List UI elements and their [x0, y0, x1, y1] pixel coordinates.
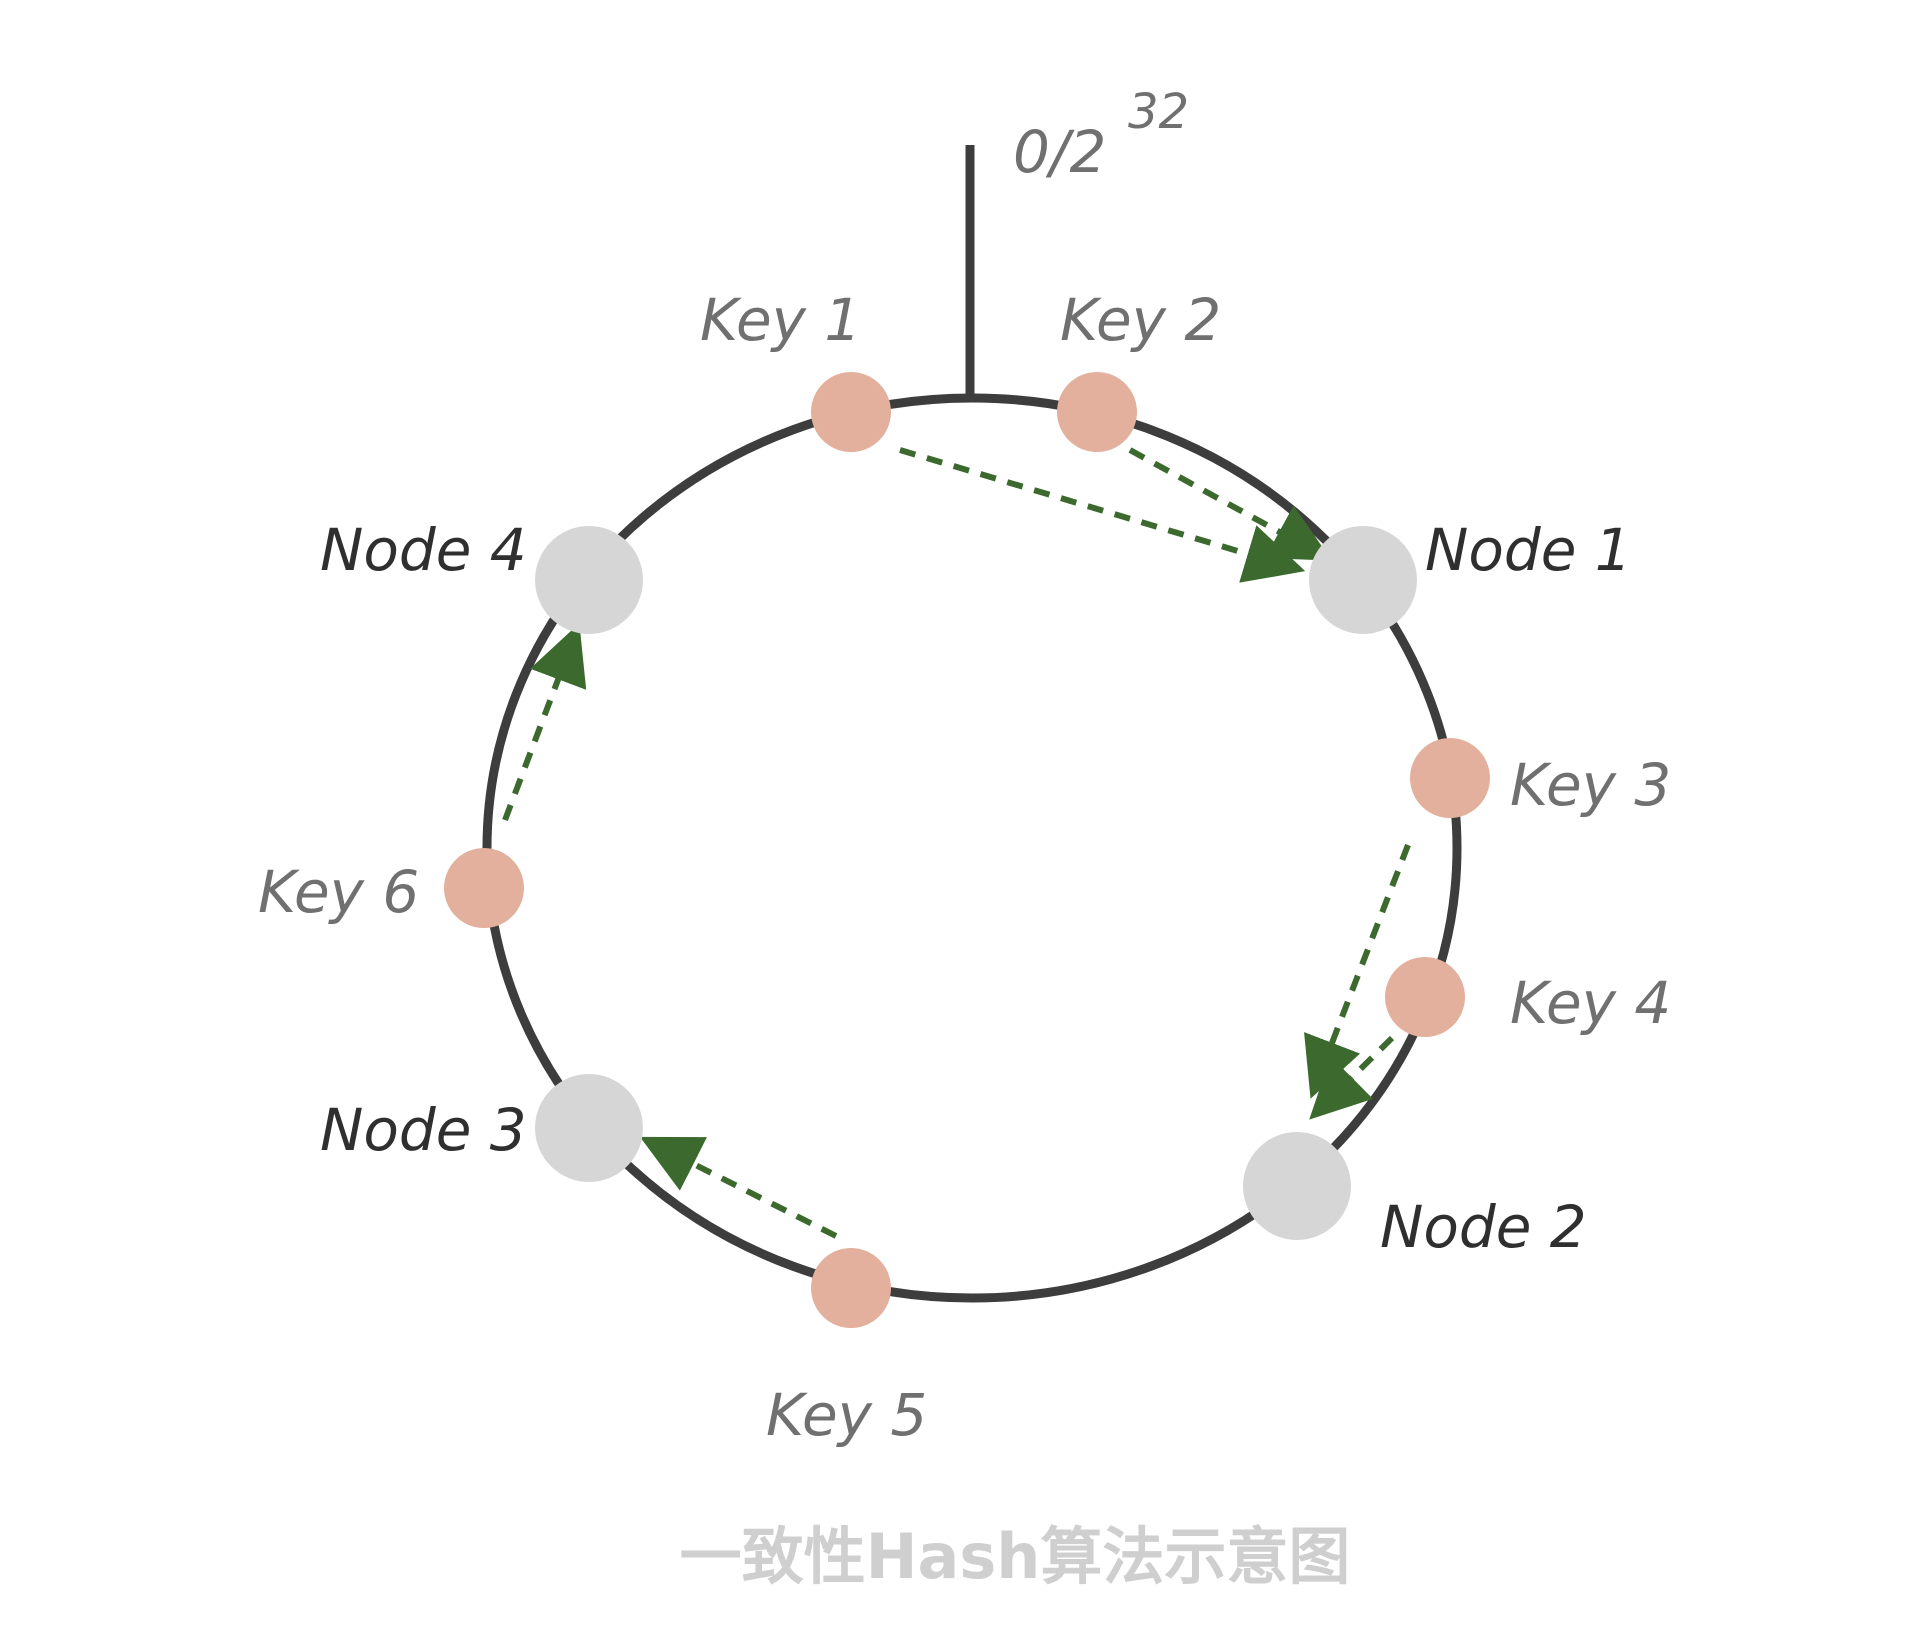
key-2-marker	[1057, 372, 1137, 452]
origin-exponent: 32	[1128, 84, 1189, 140]
key-6-marker	[444, 848, 524, 928]
node-3-marker	[535, 1074, 643, 1182]
node-1-marker	[1309, 526, 1417, 634]
node-1-label: Node 1	[1425, 516, 1632, 584]
arrow-key1-to-node1	[899, 447, 1306, 583]
diagram-caption: 一致性Hash算法示意图	[680, 1520, 1351, 1593]
origin-label: 0/2	[1013, 118, 1106, 186]
key-3-label: Key 3	[1510, 751, 1671, 819]
node-4-marker	[535, 526, 643, 634]
arrow-key3-to-node2	[1304, 843, 1411, 1099]
arrow-key5-to-node3	[639, 1136, 838, 1239]
key-3-marker	[1410, 738, 1490, 818]
node-3-label: Node 3	[320, 1096, 527, 1164]
data-keys	[444, 372, 1490, 1328]
key-2-label: Key 2	[1060, 286, 1221, 354]
mapping-arrows	[502, 447, 1411, 1239]
key-1-label: Key 1	[700, 286, 861, 354]
hash-ring	[482, 393, 1462, 1303]
arrow-key2-to-node1	[1128, 447, 1332, 561]
arrow-key6-to-node4	[502, 623, 587, 822]
key-5-marker	[811, 1248, 891, 1328]
node-2-marker	[1243, 1132, 1351, 1240]
node-4-label: Node 4	[320, 516, 527, 584]
key-1-marker	[811, 372, 891, 452]
server-nodes	[535, 526, 1417, 1240]
key-6-label: Key 6	[258, 858, 419, 926]
key-5-label: Key 5	[766, 1381, 927, 1449]
key-4-marker	[1385, 957, 1465, 1037]
node-2-label: Node 2	[1380, 1193, 1587, 1261]
key-4-label: Key 4	[1510, 969, 1671, 1037]
